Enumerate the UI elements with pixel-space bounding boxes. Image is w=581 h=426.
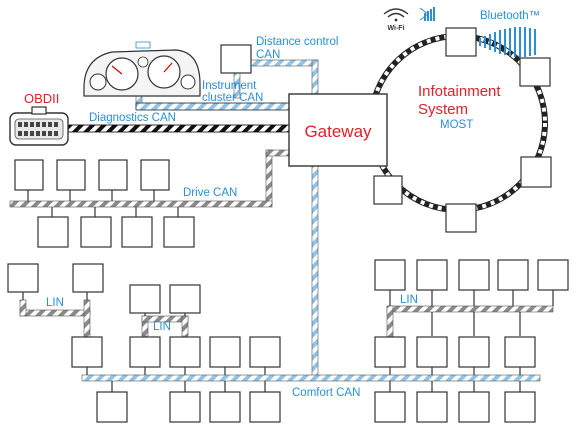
wifi-label: Wi-Fi bbox=[387, 25, 404, 32]
drive-ecu bbox=[140, 159, 170, 191]
most-ecu bbox=[519, 57, 551, 87]
bluetooth-label: Bluetooth™ bbox=[480, 10, 540, 22]
lin-left-bus bbox=[19, 309, 91, 317]
lin-ecu bbox=[7, 263, 39, 293]
comfort-ecu bbox=[169, 391, 201, 423]
drive-ecu bbox=[56, 159, 86, 191]
comfort-ecu bbox=[458, 336, 490, 368]
most-ecu bbox=[520, 156, 552, 188]
diagnostics-can-bus bbox=[65, 124, 291, 133]
diagnostics-can-label: Diagnostics CAN bbox=[89, 112, 176, 124]
lin-ecu bbox=[497, 259, 529, 291]
instrument-cluster-can-label: cluster CAN bbox=[202, 92, 263, 104]
lin-right-bus bbox=[386, 305, 394, 339]
ecu-boxes bbox=[7, 27, 569, 423]
drive-can-bus bbox=[9, 200, 273, 208]
instrument-label: Instrument bbox=[202, 80, 257, 92]
drive-ecu bbox=[98, 159, 128, 191]
gateway-label: Gateway bbox=[304, 122, 372, 141]
infotainment-label: Infotainment bbox=[418, 83, 501, 100]
comfort-ecu bbox=[71, 336, 103, 368]
comfort-ecu bbox=[504, 391, 536, 423]
lin-ecu bbox=[72, 263, 104, 293]
drive-can-label: Drive CAN bbox=[183, 187, 237, 199]
most-ecu bbox=[373, 175, 403, 205]
wifi-icon bbox=[383, 8, 409, 22]
distance-control-can-label: CAN bbox=[256, 49, 280, 61]
lin-right-bus bbox=[386, 305, 554, 313]
comfort-can-label: Comfort CAN bbox=[292, 387, 360, 399]
drive-ecu bbox=[121, 216, 153, 248]
lin-ecu bbox=[169, 284, 201, 314]
distance-control-ecu bbox=[220, 44, 252, 74]
bluetooth-waves-icon bbox=[479, 27, 536, 57]
lin-ecu bbox=[129, 284, 161, 314]
distance-control-label: Distance control bbox=[256, 36, 338, 48]
comfort-can-vertical-bus bbox=[311, 164, 319, 378]
drive-can-vertical-bus bbox=[265, 149, 273, 207]
instrument-cluster-can-bus bbox=[135, 102, 291, 111]
comfort-ecu bbox=[416, 336, 448, 368]
drive-ecu bbox=[80, 216, 112, 248]
comfort-ecu bbox=[249, 336, 281, 368]
comfort-ecu bbox=[209, 391, 241, 423]
comfort-ecu bbox=[209, 336, 241, 368]
lin-center-bus bbox=[181, 315, 189, 337]
comfort-ecu bbox=[374, 336, 406, 368]
lin-left-bus bbox=[19, 299, 27, 317]
lin-ecu bbox=[458, 259, 490, 291]
most-ecu bbox=[445, 203, 477, 233]
most-label: MOST bbox=[440, 119, 473, 131]
comfort-ecu bbox=[458, 391, 490, 423]
lin-ecu bbox=[537, 259, 569, 291]
comfort-ecu bbox=[96, 391, 128, 423]
lin-ecu bbox=[416, 259, 448, 291]
system-label: System bbox=[418, 101, 468, 118]
comfort-ecu bbox=[504, 336, 536, 368]
obd-connector-icon bbox=[9, 106, 69, 146]
lin-left-bus bbox=[83, 299, 91, 339]
obdii-label: OBDII bbox=[24, 91, 59, 106]
comfort-can-bus bbox=[81, 374, 541, 382]
drive-ecu bbox=[14, 159, 44, 191]
most-ecu bbox=[445, 27, 477, 57]
drive-ecu bbox=[163, 216, 195, 248]
lin-left-label: LIN bbox=[46, 297, 64, 309]
lin-ecu bbox=[374, 259, 406, 291]
lin-center-label: LIN bbox=[153, 321, 171, 333]
comfort-ecu bbox=[374, 391, 406, 423]
comfort-ecu bbox=[169, 336, 201, 368]
comfort-ecu bbox=[416, 391, 448, 423]
drive-ecu bbox=[37, 216, 69, 248]
comfort-ecu bbox=[129, 336, 161, 368]
instrument-cluster-icon bbox=[83, 41, 201, 97]
drive-can-vertical-bus bbox=[265, 149, 291, 157]
comfort-ecu bbox=[249, 391, 281, 423]
gateway: Gateway bbox=[288, 93, 388, 167]
lin-right-label: LIN bbox=[400, 294, 418, 306]
distance-control-can-bus bbox=[311, 59, 319, 99]
signal-bars-icon bbox=[419, 7, 435, 21]
